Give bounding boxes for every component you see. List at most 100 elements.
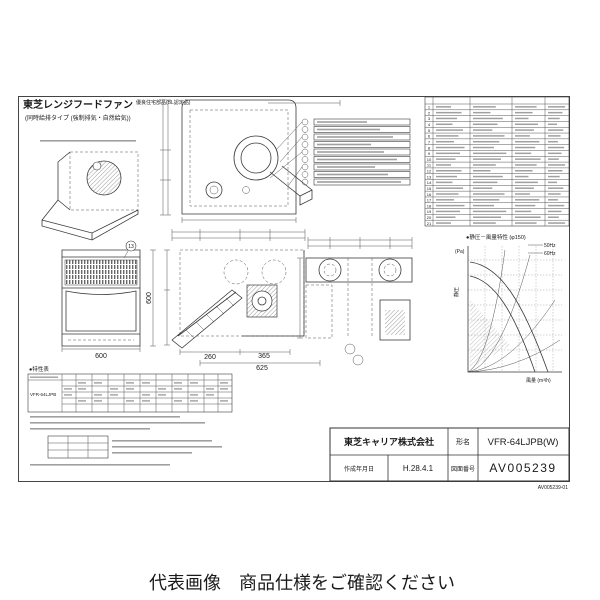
duct-box <box>305 257 413 283</box>
spec-table-illegible-text <box>158 388 166 390</box>
parts-list-illegible-text <box>548 187 564 189</box>
drawing-title: 東芝レンジフードファン <box>23 98 133 111</box>
notes-illegible-text <box>112 446 222 448</box>
spec-table-illegible-text <box>190 382 198 384</box>
graph-grid <box>468 246 562 372</box>
parts-list-number: 21 <box>427 221 432 226</box>
callout-illegible-text <box>317 136 393 138</box>
callout-leaders <box>269 121 303 187</box>
parts-list-illegible-text <box>548 111 563 114</box>
parts-list-number: 2 <box>428 110 431 115</box>
parts-list-frame <box>424 96 570 227</box>
parts-list-illegible-text <box>515 199 540 201</box>
front-view: 13 600 600 <box>61 240 156 360</box>
parts-list-illegible-text <box>473 199 500 201</box>
pressure-airflow-graph: ●静圧－風量特性 (φ150) 50Hz 60Hz (Pa) 静圧 風量 (m³… <box>453 233 562 384</box>
callout-label-box <box>313 118 411 126</box>
balloon-13-leader <box>123 250 129 259</box>
spec-table-illegible-text <box>78 382 86 384</box>
parts-list-columns <box>432 97 546 226</box>
parts-list-illegible-text <box>548 199 558 201</box>
parts-list-number: 8 <box>428 145 431 150</box>
drawing-frame <box>18 96 570 482</box>
supply-duct-circle <box>86 160 122 196</box>
parts-list-illegible-text <box>473 129 493 131</box>
parts-list-illegible-text <box>473 181 498 184</box>
parts-list-illegible-text <box>473 111 491 114</box>
parts-list-illegible-text <box>436 216 456 218</box>
parts-list-illegible-text <box>473 204 494 207</box>
right-duct-port-inner <box>383 263 397 277</box>
parts-list-number: 6 <box>428 134 431 139</box>
spec-table-illegible-text <box>94 394 102 396</box>
revision-code: AV005239-01 <box>538 485 568 491</box>
parts-list-illegible-text <box>515 111 533 114</box>
front-width-dimension-line <box>61 346 141 352</box>
parts-list-illegible-text <box>473 152 507 155</box>
fan-curve-50hz <box>469 275 536 373</box>
grease-filter <box>64 259 138 286</box>
isometric-installation-sketch <box>40 140 139 241</box>
right-view-dimension-ladder <box>307 237 413 249</box>
representative-image-caption: 代表画像 商品仕様をご確認ください <box>149 573 455 593</box>
right-view-height-dimension <box>297 257 303 339</box>
front-height-dimension-line <box>150 249 156 347</box>
spec-table-illegible-text <box>174 400 182 402</box>
curve-label-50hz: 50Hz <box>544 243 556 249</box>
parts-list-illegible-text <box>473 222 496 224</box>
parts-list-illegible-text <box>436 193 459 195</box>
notes-small-table <box>47 435 109 459</box>
parts-list-illegible-text <box>515 106 537 108</box>
parts-list-illegible-text <box>548 146 565 149</box>
system-resistance-curves <box>467 249 561 373</box>
plan-view-bottom-dimension <box>181 217 297 223</box>
plan-view-inner-outline <box>189 109 289 207</box>
parts-list-illegible-text <box>548 204 565 207</box>
parts-list-illegible-text <box>548 152 562 155</box>
parts-list-illegible-text <box>436 117 457 120</box>
parts-list-illegible-text <box>548 158 559 160</box>
callout-label-box <box>313 126 411 133</box>
parts-list-illegible-text <box>473 135 505 137</box>
parts-list-illegible-text <box>436 129 463 131</box>
parts-list-number: 14 <box>427 180 432 185</box>
spec-table-heading: ●特性表 <box>29 365 49 373</box>
notes-illegible-text <box>30 416 180 418</box>
supply-port-inner <box>209 185 219 195</box>
curve-label-60hz: 60Hz <box>544 251 556 257</box>
parts-list-illegible-text <box>473 140 500 143</box>
parts-list-illegible-text <box>473 216 501 218</box>
parts-list-illegible-text <box>436 106 451 108</box>
lower-body-hidden <box>305 284 333 339</box>
parts-list-illegible-text <box>436 164 451 166</box>
dimension-365-line <box>240 349 291 355</box>
parts-list-illegible-text <box>436 135 459 137</box>
right-duct-port <box>378 258 402 282</box>
callout-label-box <box>313 141 411 148</box>
spec-table-illegible-text <box>94 400 102 402</box>
dimension-625-line <box>199 360 321 366</box>
center-lines <box>347 258 373 338</box>
x-axis-label: 風量 (m³/h) <box>526 377 551 384</box>
model-number: VFR-64LJPB(W) <box>488 437 559 448</box>
parts-list-illegible-text <box>548 181 557 184</box>
parts-list-illegible-text <box>548 123 557 126</box>
parts-list-illegible-text <box>515 222 537 224</box>
parts-list-illegible-text <box>473 210 507 213</box>
spec-table-illegible-text <box>190 394 198 396</box>
exhaust-duct-inner <box>240 142 272 174</box>
parts-list-illegible-text <box>515 140 540 143</box>
model-label: 形名 <box>456 437 470 446</box>
callout-list <box>269 118 411 187</box>
notes-small-table-grid <box>48 436 108 458</box>
spec-table-illegible-text <box>78 388 86 390</box>
parts-list-illegible-text <box>548 106 566 108</box>
spec-table-illegible-text <box>142 382 150 384</box>
mounting-bracket <box>379 299 411 341</box>
hood-lip-ribs <box>185 297 235 339</box>
drawing-number-label: 図面番号 <box>451 466 475 473</box>
spec-table-illegible-text <box>158 394 166 396</box>
